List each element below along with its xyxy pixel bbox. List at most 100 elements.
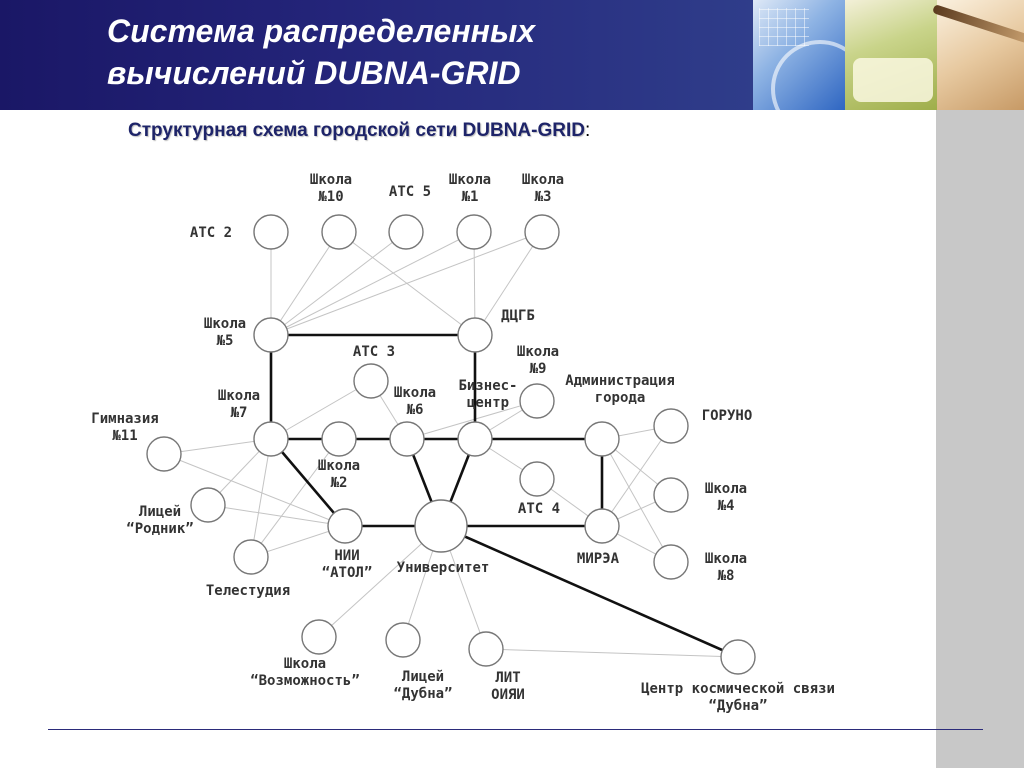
node-label-line: ГОРУНО <box>702 408 753 424</box>
node-label-line: АТС 5 <box>389 184 431 200</box>
node-label-line: №8 <box>718 568 735 584</box>
node-school6 <box>389 421 425 457</box>
node-label-line: Школа <box>318 458 360 474</box>
node-ats4 <box>519 461 555 497</box>
node-label-line: Бизнес- <box>458 378 517 394</box>
node-label-line: Гимназия <box>91 411 158 427</box>
node-school10 <box>321 214 357 250</box>
node-ats2 <box>253 214 289 250</box>
access-link-ats3-school7 <box>270 380 372 440</box>
node-label-line: Школа <box>517 344 559 360</box>
node-ats5 <box>388 214 424 250</box>
node-label-line: Школа <box>218 388 260 404</box>
node-label-ats5: АТС 5 <box>389 184 431 200</box>
access-link-school9-school6 <box>406 400 538 440</box>
node-label-lyceum_dubna: Лицей“Дубна” <box>393 669 452 702</box>
slide-title-line-2: вычислений DUBNA-GRID <box>107 55 521 91</box>
node-label-line: Телестудия <box>206 583 290 599</box>
node-label-line: “Дубна” <box>393 686 452 702</box>
header-decorative-images <box>753 0 1024 110</box>
diagram-subtitle: Структурная схема городской сети DUBNA-G… <box>128 120 590 142</box>
subtitle-text: Структурная схема городской сети DUBNA-G… <box>128 120 585 141</box>
access-link-ats5-school5 <box>270 231 407 336</box>
node-label-line: №6 <box>407 402 424 418</box>
node-label-line: ОИЯИ <box>491 687 525 703</box>
node-label-line: №2 <box>331 475 348 491</box>
node-university <box>414 499 468 553</box>
node-label-telestudio: Телестудия <box>206 583 290 599</box>
node-label-line: №10 <box>318 189 343 205</box>
node-school_vozm <box>301 619 337 655</box>
node-label-ats2: АТС 2 <box>190 225 232 241</box>
access-link-lit_oiyai-space_center <box>485 648 739 658</box>
node-ats3 <box>353 363 389 399</box>
node-label-line: №4 <box>718 498 735 514</box>
network-nodes <box>146 214 756 675</box>
node-label-dcgb: ДЦГБ <box>501 308 535 324</box>
node-label-line: центр <box>467 395 509 411</box>
node-label-line: Школа <box>310 172 352 188</box>
node-label-line: Школа <box>204 316 246 332</box>
node-label-line: Школа <box>522 172 564 188</box>
access-link-school1-school5 <box>270 231 475 336</box>
access-link-telestudio-school2 <box>250 438 340 558</box>
subtitle-colon: : <box>584 120 591 141</box>
node-label-line: АТС 2 <box>190 225 232 241</box>
node-school5 <box>253 317 289 353</box>
pen-paper-image <box>932 0 1024 110</box>
node-lyceum_rodnik <box>190 487 226 523</box>
slide-title-line-1: Система распределенных <box>107 13 536 49</box>
access-link-school10-school5 <box>270 231 340 336</box>
access-link-gymnasium11-school7 <box>163 438 272 455</box>
node-label-line: НИИ <box>334 548 359 564</box>
node-label-nii_atol: НИИ“АТОЛ” <box>322 548 373 581</box>
node-label-line: ЛИТ <box>495 670 520 686</box>
node-telestudio <box>233 539 269 575</box>
node-label-mirea: МИРЭА <box>577 551 620 567</box>
access-link-school10-dcgb <box>338 231 476 336</box>
node-label-line: Администрация <box>565 373 675 389</box>
node-label-line: №3 <box>535 189 552 205</box>
backbone-link-university-space_center <box>440 524 739 659</box>
node-label-line: №11 <box>112 428 137 444</box>
node-dcgb <box>457 317 493 353</box>
node-label-line: Школа <box>705 481 747 497</box>
node-label-university: Университет <box>397 560 490 576</box>
slide-title: Система распределенных вычислений DUBNA-… <box>107 10 535 94</box>
clock-grid-image <box>753 0 869 110</box>
node-label-line: №9 <box>530 361 547 377</box>
node-school9 <box>519 383 555 419</box>
node-school3 <box>524 214 560 250</box>
node-mirea <box>584 508 620 544</box>
access-link-school_vozm-university <box>318 525 442 638</box>
node-label-line: города <box>595 390 646 406</box>
node-school2 <box>321 421 357 457</box>
node-space_center <box>720 639 756 675</box>
right-sidebar-bar <box>936 110 1024 768</box>
node-goruno <box>653 408 689 444</box>
footer-divider <box>48 729 983 730</box>
node-label-line: “АТОЛ” <box>322 565 373 581</box>
node-school7 <box>253 421 289 457</box>
node-label-line: “Возможность” <box>250 673 360 689</box>
node-label-school_vozm: Школа“Возможность” <box>250 656 360 689</box>
node-admin <box>584 421 620 457</box>
node-lit_oiyai <box>468 631 504 667</box>
node-label-line: Центр космической связи <box>641 681 835 697</box>
node-label-line: МИРЭА <box>577 551 620 567</box>
node-label-line: №5 <box>217 333 234 349</box>
node-label-space_center: Центр космической связи“Дубна” <box>641 681 835 714</box>
backbone-link-school7-nii_atol <box>270 438 346 527</box>
node-label-goruno: ГОРУНО <box>702 408 753 424</box>
